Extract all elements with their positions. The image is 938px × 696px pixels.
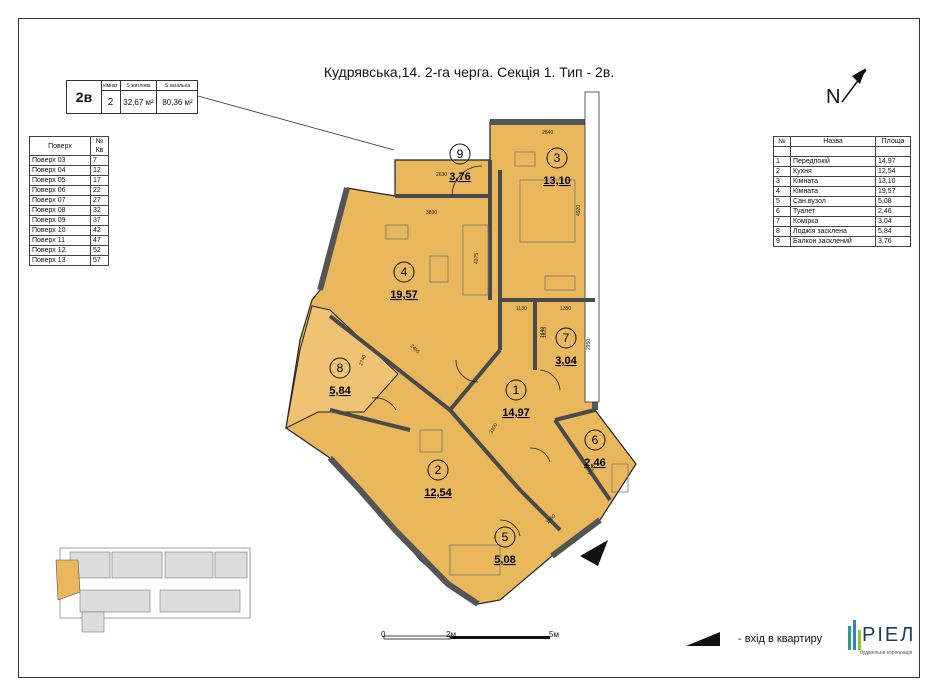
rooms-count: 2 [101,91,121,113]
wardrobe-icon [544,275,576,291]
entry-legend: - вхід в квартиру [738,633,823,645]
room-label-5: 55,08 [494,526,516,566]
room-number: 2 [435,463,442,477]
bed-icon [519,179,576,243]
legend-arrow-icon [686,632,720,646]
room-label-3: 313,10 [543,147,571,187]
rooms-label: кімнат [101,81,121,91]
bathtub-icon [449,544,501,576]
room-area-cell: 3,76 [875,236,911,247]
room-label-4: 419,57 [390,261,418,301]
leader-line [197,95,395,151]
room-number: 1 [513,383,520,397]
north-label: N [826,86,841,108]
dimension-label: 4275 [474,253,480,264]
facade-strip [584,91,600,403]
room-label-7: 73,04 [555,327,578,367]
room-number: 6 [592,433,599,447]
room-area: 2,46 [584,457,605,469]
furniture [385,151,629,576]
logo-tagline: будівельна корпорація [860,650,913,656]
apartment-code: 2в [67,81,102,113]
dimension-label: 3830 [426,210,437,216]
scale-mid: 2м [446,630,456,639]
drawing-frame [18,18,920,678]
room-number-circle [393,261,415,283]
riel-logo-icon [848,620,861,650]
room-number-circle [505,379,527,401]
dimension-label: 2840 [542,130,553,136]
dimension-label: 1625 [542,327,548,338]
room-number-circle [427,459,449,481]
living-label: S житлова [121,81,157,91]
room-number-circle [584,429,606,451]
entry-arrow-icon [580,540,608,566]
desk-icon [385,224,409,240]
dimension-label: 1720 [587,464,598,477]
scale-end: 5м [549,630,559,639]
key-plan-highlight [55,559,81,601]
room-label-8: 85,84 [329,357,352,397]
apartment-summary: 2в кімнат S житлова S загальна 2 32,67 м… [66,80,198,114]
sofa-icon [462,224,489,296]
room-number: 4 [401,265,408,279]
room-number-circle [546,147,568,169]
room-number: 8 [337,361,344,375]
room-number: 7 [563,331,570,345]
coffee-table-icon [429,255,449,283]
dimension-label: 3300 [489,422,500,435]
room-number: 5 [502,530,509,544]
scale-zero: 0 [381,630,386,639]
logo-name: РІЕЛ [862,624,916,646]
room-label-6: 62,46 [584,429,606,469]
room-number-circle [449,143,471,165]
living-area: 32,67 м² [121,91,157,113]
room-label-2: 212,54 [424,459,453,499]
dimension-label: 2630 [436,172,447,178]
dining-table-icon [419,429,443,453]
plan-title: Кудрявська,14. 2-га черга. Секція 1. Тип… [323,64,615,80]
room-number-circle [494,526,516,548]
room-label-9: 93,76 [449,143,471,183]
floors-header-row: Поверх № Кв [29,136,109,156]
room-area: 5,84 [329,385,351,397]
room-number: 9 [457,147,464,161]
room-labels: 114,97212,54313,10419,5755,0862,4673,048… [329,143,606,566]
key-plan [55,547,251,633]
dimension-label: 1130 [516,306,527,312]
interior-walls [328,160,612,532]
room-number: 3 [554,151,561,165]
dimension-label: 2740 [358,354,368,367]
floor-apt-cell: 57 [90,255,109,266]
room-area: 5,08 [494,554,515,566]
floor-area [285,121,637,605]
nightstand-icon [514,151,536,167]
dimension-label: 1350 [560,306,571,312]
room-area: 14,97 [502,407,530,419]
apartment-floor [285,121,637,605]
toilet-icon [611,463,629,493]
scale-bar [383,635,550,640]
room-number-circle [329,357,351,379]
room-area: 3,76 [449,171,470,183]
north-arrow-icon [841,68,867,103]
dimension-label: 1640 [540,327,546,338]
room-number-circle [555,327,577,349]
room-area: 13,10 [543,175,571,187]
dimension-label: 4920 [576,205,582,216]
dimension-label: 2950 [586,339,592,350]
room-area: 12,54 [424,487,452,499]
total-area: 80,36 м² [162,97,193,107]
room-area: 3,04 [555,355,577,367]
room-label-1: 114,97 [502,379,530,419]
doors [371,165,561,537]
room-area: 19,57 [390,289,418,301]
total-label: S загальна [157,81,198,91]
